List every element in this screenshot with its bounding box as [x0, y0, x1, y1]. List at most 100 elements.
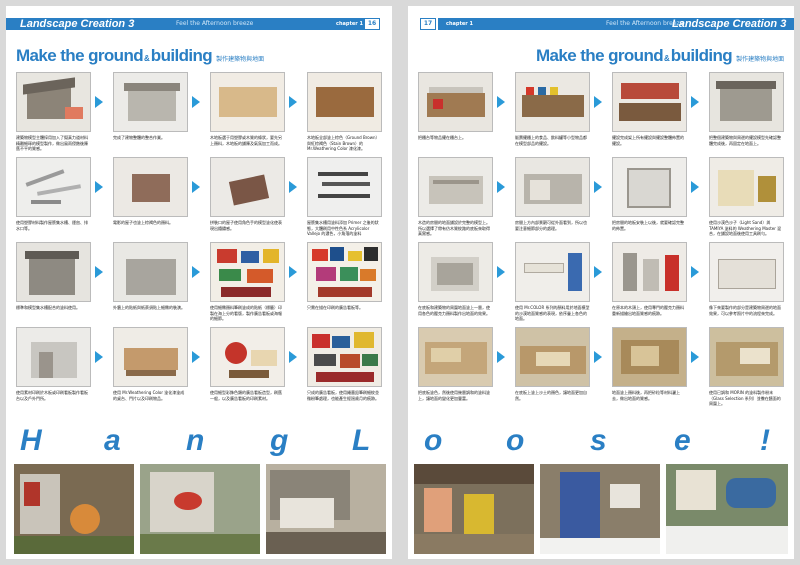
- arrow-icon: [289, 266, 297, 278]
- section-title-amp: &: [144, 54, 150, 63]
- section-title-main: Make the ground: [16, 46, 144, 65]
- step-caption: 使用素材印刷於木板或印刷看板製作看板台以及戶外門所。: [16, 390, 88, 401]
- right-page: 17 chapter 1 Feel the Afternoon breeze L…: [408, 6, 794, 559]
- step-card: 木地板選于用塑膠或木質的條狀，要先另上顏料，木地板的鋪陳及氣氛加工而成。: [210, 72, 285, 152]
- arrow-icon: [594, 351, 602, 363]
- step-card: 使用 Mr.Weathering Color 塗化漆塗成的桌台、門片以及印刷物品…: [113, 327, 188, 407]
- step-photo: [210, 242, 285, 302]
- step-card: 使用素材印刷於木板或印刷看板製作看板台以及戶外門所。: [16, 327, 91, 407]
- step-photo: [16, 157, 91, 217]
- step-card: 使用塑膠材料製作屋簷集水槽、煙囪、排水口等。: [16, 157, 91, 237]
- step-card: 在底板和建築物的周圍地面塗上一層，使用各色的壓克力顏料製作出地面的效果。: [418, 242, 493, 322]
- step-row: 標準和模型集水槽配合的塗料使用。 外牆上的貼紙與紙蔡須貼上細緻的裝潢。: [16, 242, 382, 327]
- step-card: 使用沙漠色沙子（Light Sand）與 TAMIYA 塗料的 Weatheri…: [709, 157, 784, 237]
- diorama-photo: [540, 464, 660, 554]
- arrow-icon: [497, 96, 505, 108]
- step-caption: 使用細型彩飾色類的廣告看板造型，刷舊一般，以及廣告看板的印刷素材。: [210, 390, 282, 401]
- step-caption: 把櫃台等物品擺在櫃台上。: [418, 135, 466, 140]
- step-card: 標準和模型集水槽配合的塗料使用。: [16, 242, 91, 322]
- step-card: 使用細型彩飾色類的廣告看板造型，刷舊一般，以及廣告看板的印刷素材。: [210, 327, 285, 407]
- step-photo: [709, 72, 784, 132]
- step-caption: 販賣擺櫃上的食品、飲料罐等小型物品都在模型部品的擺設。: [515, 135, 587, 146]
- step-caption: 擺設完成架上所有擺設與擺設整體佈置的擺設。: [612, 135, 684, 146]
- arrow-icon: [497, 181, 505, 193]
- headline-letter: L: [352, 424, 371, 457]
- step-card: 販賣擺櫃上的食品、飲料罐等小型物品都在模型部品的擺設。: [515, 72, 590, 152]
- step-photo: [418, 157, 493, 217]
- step-caption: 只需在描在印刷的廣告看板等。: [307, 305, 363, 310]
- arrow-icon: [192, 351, 200, 363]
- step-photo: [16, 72, 91, 132]
- step-caption: 把底板塗色，然後使用幾層調和的塗料塗上，讓地面的變化更加豐富。: [418, 390, 490, 401]
- left-page: Landscape Creation 3 Feel the Afternoon …: [6, 6, 392, 559]
- step-photo: [113, 157, 188, 217]
- step-card: 像下來要製作的部分是建築物周邊的地面效果，可以參考照片中的流程來完成。: [709, 242, 784, 322]
- step-grid: 把櫃台等物品擺在櫃台上。 販賣擺櫃上的食品、飲料罐等小型物品都在模型部品的擺設。: [418, 72, 784, 412]
- headline-letter: e: [674, 424, 691, 457]
- step-card: 房間上方內部景觀可從外面看到，所以也要注意細節部分的處理。: [515, 157, 590, 237]
- step-caption: 使用 Mr.Weathering Color 塗化漆塗成的桌台、門片以及印刷物品…: [113, 390, 185, 401]
- step-photo: [113, 72, 188, 132]
- page-number: 17: [420, 18, 436, 30]
- arrow-icon: [192, 96, 200, 108]
- step-photo: [307, 72, 382, 132]
- step-card: 拼裝口的屋子使用角色手的模型塗化使表現出鐵鏽感。: [210, 157, 285, 237]
- step-caption: 使用已調和 MORIN 的塗料製作粉末（Glass Selection 系列）並…: [709, 390, 781, 407]
- step-caption: 木造的房間的地面鋪設於完整的模型上。所以選擇了帶有仿木質紋路的底板來取得真實感。: [418, 220, 490, 237]
- step-card: 在底板上塗上沙土的顏色，讓地面更加自然。: [515, 327, 590, 407]
- step-photo: [515, 72, 590, 132]
- arrow-icon: [95, 266, 103, 278]
- step-caption: 像下來要製作的部分是建築物周邊的地面效果，可以參考照片中的流程來完成。: [709, 305, 781, 316]
- step-photo: [515, 157, 590, 217]
- section-title-main2: building: [150, 46, 213, 65]
- step-photo: [515, 327, 590, 387]
- header-subtitle: Feel the Afternoon breeze: [606, 20, 684, 27]
- step-card: 把櫃台等物品擺在櫃台上。: [418, 72, 493, 152]
- step-photo: [113, 327, 188, 387]
- header-subtitle: Feel the Afternoon breeze: [176, 20, 254, 27]
- step-grid: 建築物模型主體採用加入了擬真力道材料精雕細琢的模型製作，做出風雨侵蝕後陳舊不平的…: [16, 72, 382, 412]
- step-card: 地面塗上顏料後，再把砂粒等材料灑上去，做出地面的質感。: [612, 327, 687, 407]
- arrow-icon: [192, 266, 200, 278]
- section-title-chinese: 製作建築物與地面: [736, 56, 785, 63]
- arrow-icon: [691, 181, 699, 193]
- step-photo: [612, 157, 687, 217]
- step-photo: [113, 242, 188, 302]
- step-caption: 木地板選于用塑膠或木質的條狀，要先另上顏料，木地板的鋪陳及氣氛加工而成。: [210, 135, 282, 146]
- step-caption: 拼裝口的屋子使用角色手的模型塗化使表現出鐵鏽感。: [210, 220, 282, 231]
- step-caption: 使用細緻顏料筆刷塗成的貼紙（標籤）印製在海上分的看版，製作廣告看板或海報的細節。: [210, 305, 282, 322]
- step-row: 在底板和建築物的周圍地面塗上一層，使用各色的壓克力顏料製作出地面的效果。 使用 …: [418, 242, 784, 327]
- step-row: 把底板塗色，然後使用幾層調和的塗料塗上，讓地面的變化更加豐富。 在底板上塗上沙土…: [418, 327, 784, 412]
- step-card: 使用 Mr.COLOR 系列的顏料用於地面模型的沙漠地面質感的表現，依序疊上各色…: [515, 242, 590, 322]
- diorama-photo: [14, 464, 134, 554]
- step-caption: 使用沙漠色沙子（Light Sand）與 TAMIYA 塗料的 Weatheri…: [709, 220, 782, 237]
- step-card: 把底板塗色，然後使用幾層調和的塗料塗上，讓地面的變化更加豐富。: [418, 327, 493, 407]
- headline-letter: !: [760, 424, 770, 457]
- arrow-icon: [594, 266, 602, 278]
- step-caption: 只成的廣告看板，使用繩墨鉛筆刷細紋並微粉筆處理，也能產生經過歲月的痕跡。: [307, 390, 379, 401]
- arrow-icon: [289, 351, 297, 363]
- step-photo: [307, 327, 382, 387]
- step-caption: 在底板和建築物的周圍地面塗上一層，使用各色的壓克力顏料製作出地面的效果。: [418, 305, 490, 316]
- step-caption: 把房間的地板安裝上以後，就要確認完整的佈置。: [612, 220, 684, 231]
- step-card: 只成的廣告看板，使用繩墨鉛筆刷細紋並微粉筆處理，也能產生經過歲月的痕跡。: [307, 327, 382, 407]
- step-caption: 外牆上的貼紙與紙蔡須貼上細緻的裝潢。: [113, 305, 185, 310]
- section-title-amp: &: [664, 54, 670, 63]
- diorama-photo: [266, 464, 386, 554]
- headline-letter: H: [20, 424, 42, 457]
- step-card: 屋簷集水槽用塗料添加 Primer 之後的狀態，大體刷用中性色系 Acrylic…: [307, 157, 382, 237]
- arrow-icon: [192, 181, 200, 193]
- arrow-icon: [691, 96, 699, 108]
- step-row: 使用素材印刷於木板或印刷看板製作看板台以及戶外門所。 使用 Mr.Weather…: [16, 327, 382, 412]
- arrow-icon: [95, 351, 103, 363]
- step-caption: 使用 Mr.COLOR 系列的顏料用於地面模型的沙漠地面質感的表現，依序疊上各色…: [515, 305, 590, 322]
- step-photo: [709, 327, 784, 387]
- arrow-icon: [594, 96, 602, 108]
- magazine-title: Landscape Creation 3: [20, 18, 135, 30]
- step-card: 使用已調和 MORIN 的塗料製作粉末（Glass Selection 系列）並…: [709, 327, 784, 407]
- step-photo: [210, 72, 285, 132]
- chapter-label: chapter 1: [336, 21, 363, 27]
- arrow-icon: [497, 351, 505, 363]
- step-card: 木地板全部塗上棕色（Ground Brown）與紅棕褐色（Stain Brown…: [307, 72, 382, 152]
